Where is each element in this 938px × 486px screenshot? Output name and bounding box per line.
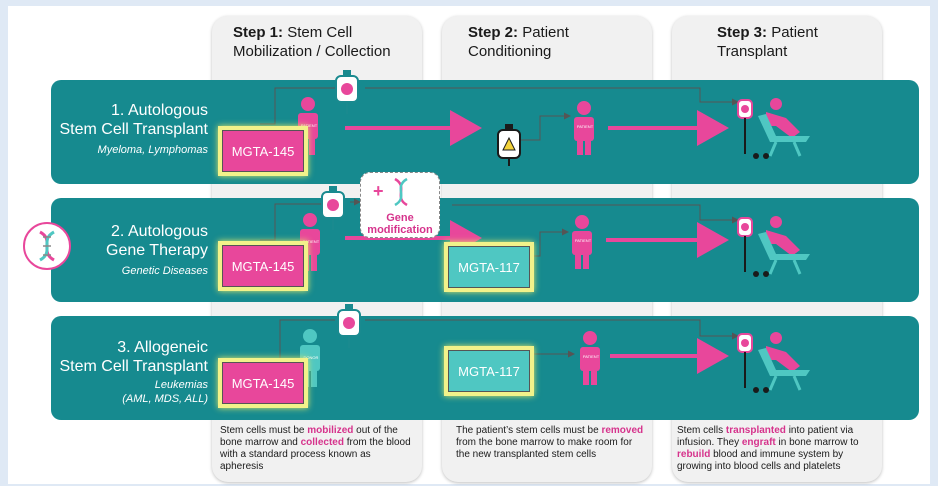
step-3-description: Stem cells transplanted into patient via… — [677, 425, 859, 472]
row-1-title: 1. Autologous Stem Cell Transplant — [59, 102, 208, 138]
step-1-description: Stem cells must be mobilized out of the … — [220, 425, 411, 472]
row-3-title: 3. Allogeneic Stem Cell Transplant — [59, 339, 208, 375]
row-3-connector-mobilize — [260, 319, 335, 363]
patient-figure-icon — [300, 213, 320, 271]
mgta-117-box-row-3: MGTA-117 — [448, 350, 530, 392]
chemo-bag-icon — [497, 124, 521, 166]
dna-icon — [39, 230, 55, 262]
iv-bag-icon — [337, 304, 361, 348]
patient-figure-icon — [580, 331, 600, 385]
gene-modification-box: + — [360, 172, 440, 238]
row-1-connector-conditioning — [520, 112, 571, 141]
step-1-title: Step 1: Stem Cell Mobilization / Collect… — [233, 24, 391, 60]
row-1-connector-transplant — [365, 87, 739, 106]
patient-figure-icon — [572, 215, 592, 269]
step-2-title: Step 2: Patient Conditioning — [468, 24, 569, 60]
donor-label: DONOR — [303, 355, 319, 360]
row-3-connector-transplant — [365, 319, 739, 340]
donor-figure-icon — [300, 329, 320, 387]
dna-circle-icon — [23, 222, 71, 270]
mgta-117-box-row-2: MGTA-117 — [448, 246, 530, 288]
transplant-chair-icon — [737, 332, 810, 393]
step-2-description: The patient’s stem cells must be removed… — [456, 425, 644, 460]
gene-modification-label: Gene modification — [367, 212, 433, 236]
mgta-145-box-row-3: MGTA-145 — [222, 362, 304, 404]
row-2-subtitle: Genetic Diseases — [121, 265, 208, 277]
patient-label: PATIENT — [576, 124, 594, 129]
iv-bag-icon — [335, 70, 359, 114]
row-2-connector-mobilize — [260, 203, 322, 241]
patient-label: PATIENT — [582, 354, 600, 359]
plus-sign: + — [373, 181, 384, 201]
patient-figure-icon — [574, 101, 594, 155]
patient-label: PATIENT — [302, 239, 320, 244]
iv-bag-icon — [321, 186, 345, 230]
row-1-band — [51, 80, 919, 184]
transplant-chair-icon — [737, 98, 810, 159]
row-1-connector-mobilize — [260, 87, 335, 125]
mgta-145-box-row-2: MGTA-145 — [222, 245, 304, 287]
row-2-title: 2. Autologous Gene Therapy — [106, 223, 208, 259]
patient-label: PATIENT — [574, 238, 592, 243]
dna-icon — [394, 177, 408, 207]
row-2-connector-conditioning — [522, 228, 569, 257]
row-1-subtitle: Myeloma, Lymphomas — [97, 144, 208, 156]
row-3-subtitle: Leukemias (AML, MDS, ALL) — [122, 379, 208, 405]
mgta-145-box-row-1: MGTA-145 — [222, 130, 304, 172]
step-3-title: Step 3: Patient Transplant — [717, 24, 818, 60]
patient-label: PATIENT — [300, 123, 318, 128]
transplant-chair-icon — [737, 216, 810, 277]
row-2-connector-transplant — [452, 204, 739, 224]
